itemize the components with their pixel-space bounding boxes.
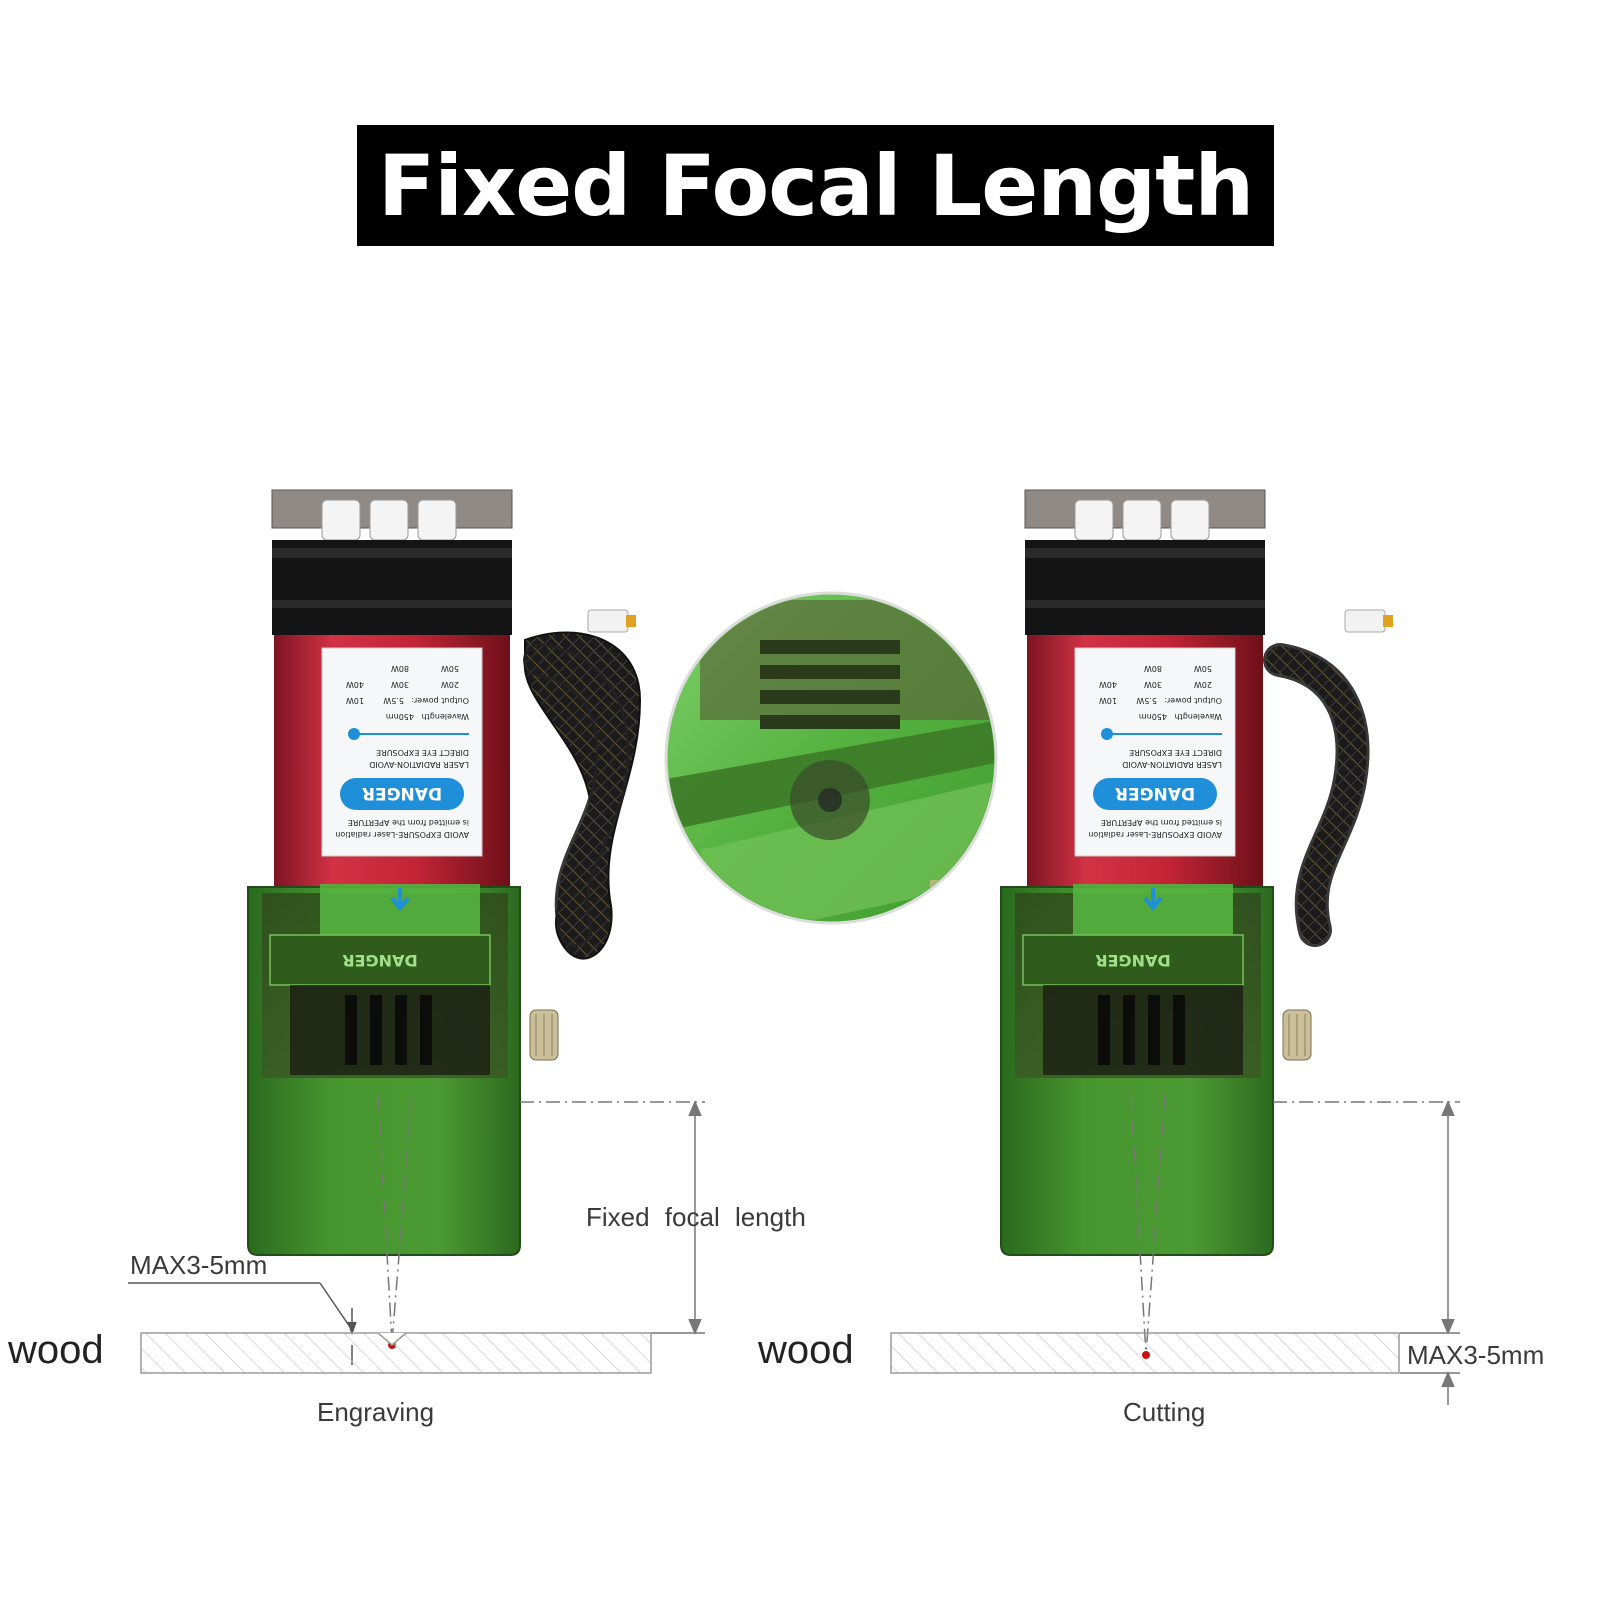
sticker-power-5-5w: 5.5W	[1136, 696, 1157, 705]
shield-label-left: DANGER	[269, 934, 491, 986]
sticker-power-20w: 20W	[441, 680, 459, 689]
beam-left	[377, 1094, 413, 1343]
sticker-output-power: Output power:	[1164, 696, 1222, 705]
arrow-down-icon	[1143, 888, 1163, 912]
wood-label-right: wood	[758, 1328, 854, 1372]
sticker-power-80w: 80W	[1144, 664, 1162, 673]
cable-connector	[587, 609, 629, 633]
max-range-label-right: MAX3-5mm	[1407, 1340, 1545, 1370]
sticker-power-40w: 40W	[1099, 680, 1117, 689]
fixed-focal-length-label: Fixed focal length	[586, 1202, 806, 1232]
wood-label-left: wood	[8, 1328, 104, 1372]
sticker-power-50w: 50W	[1194, 664, 1212, 673]
sticker-danger-text: DANGER	[362, 783, 442, 803]
sticker-emitted-text: is emitted from the APERTURE	[348, 818, 469, 827]
sticker-danger-pill	[340, 778, 464, 810]
sticker-power-10w: 10W	[346, 696, 364, 705]
arrow-down-icon	[390, 888, 410, 912]
sticker-power-30w: 30W	[1144, 680, 1162, 689]
cable-connector	[1344, 609, 1386, 633]
zoom-lens	[664, 591, 998, 925]
wood-board-right	[890, 1332, 1400, 1374]
sticker-power-30w: 30W	[391, 680, 409, 689]
dimension-fixed-focal-left	[520, 1100, 705, 1335]
sticker-wavelength-label: Wavelength	[1175, 712, 1222, 721]
page-title: Fixed Focal Length	[377, 136, 1254, 235]
sticker-wavelength-value: 450nm	[1139, 712, 1167, 721]
laser-module-right: AVOID EXPOSURE-Laser radiation is emitte…	[1000, 489, 1393, 1256]
sticker-emitted-text: is emitted from the APERTURE	[1101, 818, 1222, 827]
shield-danger-text: DANGER	[342, 951, 417, 970]
cutting-label: Cutting	[1123, 1397, 1206, 1427]
sticker-power-20w: 20W	[1194, 680, 1212, 689]
wood-board-left	[140, 1332, 652, 1374]
sticker-output-power: Output power:	[411, 696, 469, 705]
sticker-power-10w: 10W	[1099, 696, 1117, 705]
sticker-power-80w: 80W	[391, 664, 409, 673]
engraving-label: Engraving	[317, 1397, 435, 1427]
sticker-power-40w: 40W	[346, 680, 364, 689]
beam-right	[1130, 1094, 1166, 1356]
shield-label-right: DANGER	[1022, 934, 1244, 986]
sticker-eye-text: DIRECT EYE EXPOSURE	[1129, 748, 1222, 757]
title-bar: Fixed Focal Length	[357, 125, 1274, 246]
vent-grille	[290, 985, 490, 1075]
braided-cable	[1266, 646, 1367, 944]
sticker-power-50w: 50W	[441, 664, 459, 673]
sticker-wavelength-value: 450nm	[386, 712, 414, 721]
sticker-avoid-text: AVOID EXPOSURE-Laser radiation	[335, 830, 469, 839]
sticker-avoid-text: AVOID EXPOSURE-Laser radiation	[1088, 830, 1222, 839]
sticker-eye-text: DIRECT EYE EXPOSURE	[376, 748, 469, 757]
sticker-danger-text: DANGER	[1115, 783, 1195, 803]
shield-danger-text: DANGER	[1095, 951, 1170, 970]
sticker-power-5-5w: 5.5W	[383, 696, 404, 705]
max-range-label-left: MAX3-5mm	[130, 1250, 268, 1280]
sticker-radiation-text: LASER RADIATION-AVOID	[369, 760, 469, 769]
warning-sticker	[1074, 647, 1236, 857]
vent-grille	[1043, 985, 1243, 1075]
laser-module-left: AVOID EXPOSURE-Laser radiation is emitte…	[247, 489, 642, 1256]
sticker-radiation-text: LASER RADIATION-AVOID	[1122, 760, 1222, 769]
dimension-fixed-focal-right	[1273, 1100, 1460, 1405]
sticker-danger-pill	[1093, 778, 1217, 810]
warning-sticker	[321, 647, 483, 857]
sticker-wavelength-label: Wavelength	[422, 712, 469, 721]
